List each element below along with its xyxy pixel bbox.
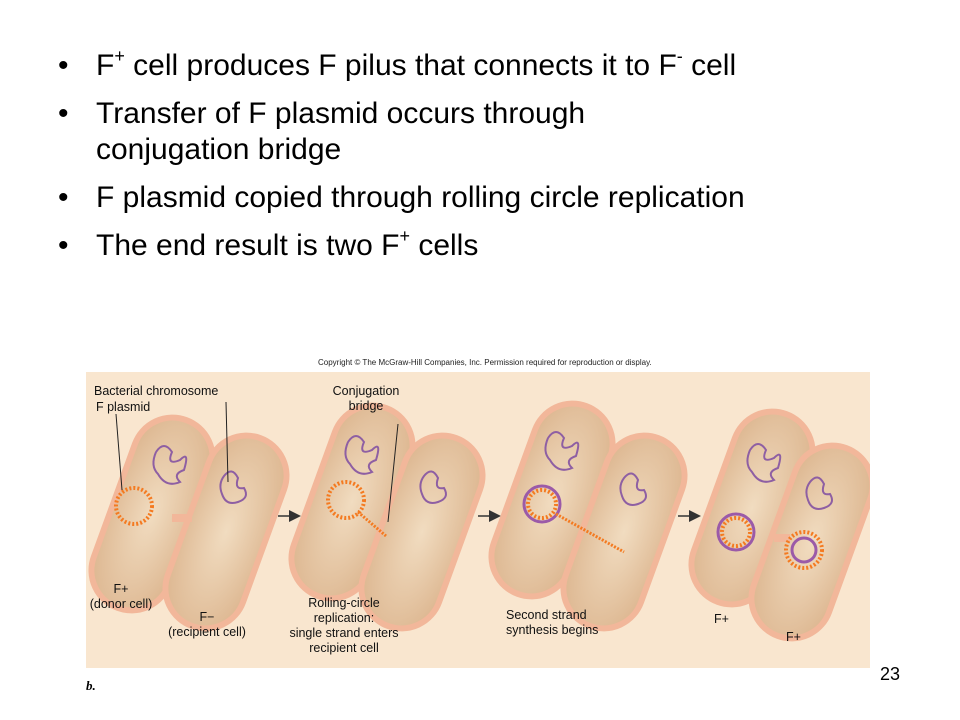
chromosome [344,435,380,475]
bullet-text: cells [409,229,479,262]
label-f-plus-left: F+ [714,612,729,626]
f-plasmid [716,512,756,552]
label-f-plasmid: F plasmid [96,400,151,414]
f-plasmid [784,530,824,570]
f-plasmid [326,480,366,520]
stage-2 [288,402,486,632]
label-recipient-cell: F− (recipient cell) [168,610,246,639]
superscript: + [114,46,125,66]
bullet-item: Transfer of F plasmid occurs through con… [58,96,746,168]
single-strand [357,510,387,538]
label-rolling-circle: Rolling-circle replication: single stran… [289,596,399,655]
f-plasmid [114,486,154,526]
label-conjugation-bridge: Conjugation bridge [332,384,400,413]
chromosome [419,470,447,504]
superscript: - [676,46,683,66]
chromosome [544,431,580,471]
bullet-text: F [96,49,115,82]
label-f-plus-right: F+ [786,630,801,644]
bullet-text: The end result is two F [96,229,400,262]
conjugation-figure: Bacterial chromosome F plasmid Conjugati… [86,372,870,668]
recipient-cell [560,432,688,632]
pilus [172,514,192,522]
label-second-strand: Second strand synthesis begins [506,608,599,637]
chromosome [746,443,782,483]
f-plasmid [522,484,562,524]
copyright-notice: Copyright © The McGraw-Hill Companies, I… [318,358,652,367]
bullet-text: cell produces F pilus that connects it t… [124,49,677,82]
superscript: + [399,226,410,246]
chromosome [805,476,833,510]
bullet-list: F+ cell produces F pilus that connects i… [58,46,938,276]
recipient-cell [358,432,486,632]
label-donor-cell: F+ (donor cell) [89,582,153,611]
bullet-item: The end result is two F+ cells [58,226,938,264]
chromosome [152,445,188,485]
bullet-item: F+ cell produces F pilus that connects i… [58,46,938,84]
figure-letter: b. [86,678,96,693]
single-strand [555,512,625,554]
stage-4 [688,408,870,642]
bullet-item: F plasmid copied through rolling circle … [58,180,786,216]
conjugation-bridge [774,534,790,542]
page-number: 23 [880,664,901,684]
chromosome [619,472,647,506]
conjugation-diagram [88,400,870,642]
stage-1 [88,401,290,632]
stage-3 [488,400,688,632]
bullet-text: cell [682,49,737,82]
chromosome [219,470,247,504]
label-bacterial-chromosome: Bacterial chromosome [94,384,219,398]
